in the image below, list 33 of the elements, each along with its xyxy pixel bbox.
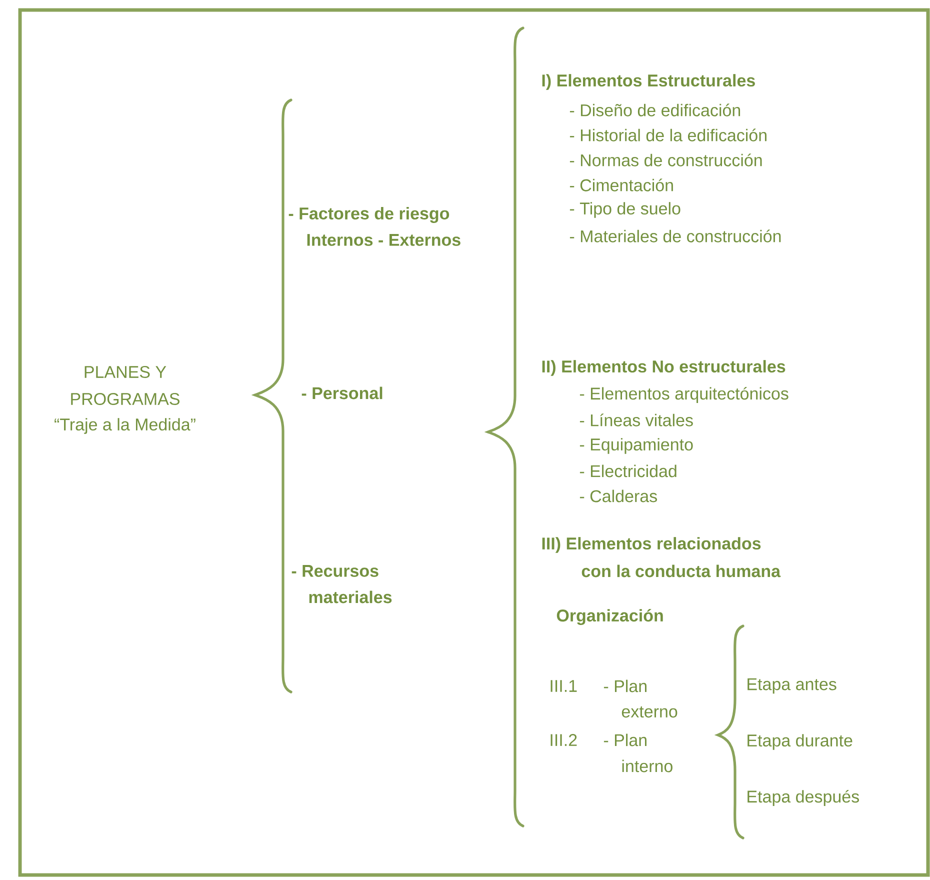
list-item: - Materiales de construcción [570, 230, 781, 242]
list-item: - Calderas [580, 490, 657, 502]
heading-text: Internos - Externos [307, 234, 460, 246]
list-item: PLANES Y [84, 366, 166, 378]
list-item: interno [622, 760, 672, 772]
list-item: - Normas de construcción [570, 154, 762, 166]
heading-text: I) Elementos Estructurales [542, 74, 755, 90]
list-item: - Líneas vitales [580, 414, 693, 426]
list-item: “Traje a la Medida” [54, 418, 196, 434]
heading-text: - Factores de riesgo [288, 207, 450, 223]
heading-text: Organización [556, 608, 663, 626]
list-item: externo [622, 706, 678, 718]
list-item: - Diseño de edificación [570, 104, 740, 116]
list-item: Etapa durante [748, 734, 852, 750]
heading-text: - Personal [302, 386, 382, 400]
list-item: - Electricidad [580, 464, 676, 478]
list-item: - Tipo de suelo [570, 202, 680, 218]
heading-text: materiales [309, 590, 392, 604]
list-item: PROGRAMAS [71, 392, 180, 405]
list-item: III.2 [550, 734, 577, 746]
list-item: - Cimentación [570, 178, 673, 192]
heading-text: III) Elementos relacionados [542, 537, 761, 553]
list-item: Etapa después [748, 790, 859, 806]
list-item: Etapa antes [748, 678, 836, 694]
list-item: III.1 [550, 680, 577, 692]
list-item: - Equipamiento [580, 438, 693, 454]
heading-text: con la conducta humana [582, 564, 781, 578]
heading-text: II) Elementos No estructurales [542, 360, 786, 376]
heading-text: - Recursos [292, 565, 378, 577]
list-item: - Plan [604, 680, 646, 692]
list-item: - Plan [604, 734, 646, 746]
list-item: - Historial de la edificación [570, 128, 766, 142]
list-item: - Elementos arquitectónicos [580, 386, 788, 403]
